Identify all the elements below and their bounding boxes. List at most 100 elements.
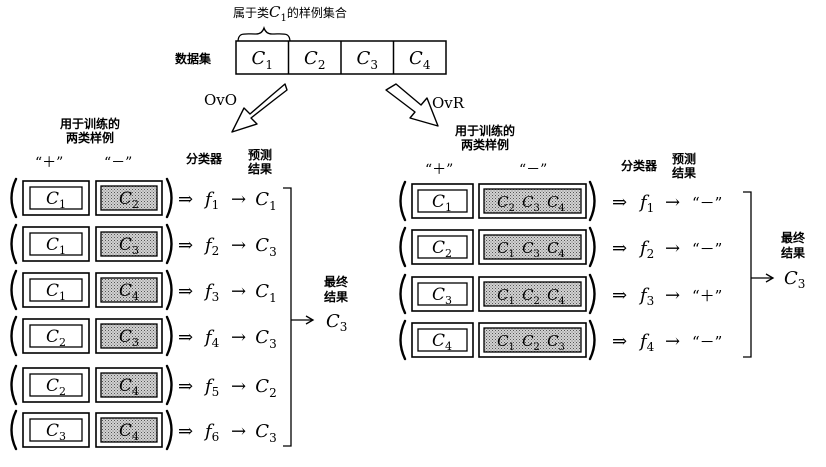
ovr-negative-class: C2 [522, 332, 540, 353]
ovo-positive-box [22, 412, 90, 448]
ovr-prediction-header-2: 结果 [672, 165, 696, 180]
ovo-prediction: C1 [255, 281, 276, 305]
ovr-positive-class: C1 [432, 192, 452, 214]
ovr-negative-inner [483, 281, 582, 307]
ovo-positive-box [22, 318, 90, 354]
ovo-prediction: C3 [255, 421, 276, 445]
ovo-right-paren [165, 364, 173, 406]
ovr-negative-class: C1 [497, 239, 515, 260]
ovr-negative-inner [483, 327, 582, 353]
ovr-negative-class: C1 [497, 286, 515, 307]
ovo-final-arrowhead [305, 315, 315, 325]
ovo-negative-inner [100, 417, 158, 443]
ovr-left-paren [399, 226, 407, 268]
ovr-positive-label: “＋” [425, 162, 453, 178]
ovo-negative-inner [100, 185, 158, 211]
ovr-negative-class: C2 [522, 286, 540, 307]
ovr-negative-class: C4 [547, 286, 565, 307]
ovr-implies-symbol: ⇒ [612, 238, 627, 259]
ovo-left-paren [10, 315, 18, 357]
ovr-positive-box [411, 322, 474, 358]
ovr-final-class: C3 [784, 268, 805, 291]
ovo-prediction: C1 [255, 189, 276, 213]
ovo-positive-box [22, 272, 90, 308]
ovo-left-paren [10, 364, 18, 406]
ovo-arrow: → [231, 327, 246, 348]
ovo-arrow: → [231, 421, 246, 442]
ovo-left-paren [10, 269, 18, 311]
ovo-positive-inner [29, 278, 83, 302]
dataset-class-cell: C1 [252, 48, 273, 72]
ovo-negative-inner [100, 231, 158, 257]
ovo-positive-box [22, 226, 90, 262]
ovo-negative-class: C3 [119, 235, 139, 257]
ovo-right-paren [165, 409, 173, 451]
ovr-classifier: f2 [638, 238, 654, 261]
ovr-method-arrow: OvR [385, 83, 465, 127]
ovr-classifier: f4 [638, 331, 655, 354]
ovr-implies-symbol: ⇒ [612, 285, 627, 306]
ovo-prediction: C3 [255, 327, 276, 351]
ovo-positive-inner [29, 324, 83, 348]
dataset-class-cell: C3 [357, 48, 378, 72]
ovo-classifier: f4 [203, 327, 220, 350]
ovr-right-paren [588, 273, 596, 315]
ovo-positive-label: “＋” [35, 155, 63, 171]
ovr-negative-box [478, 322, 587, 358]
ovr-training-label-line2: 两类样例 [461, 137, 509, 152]
ovo-left-paren [10, 409, 18, 451]
ovr-prediction-header-1: 预测 [672, 151, 696, 166]
ovo-positive-box [22, 180, 90, 216]
ovr-training-label-line1: 用于训练的 [454, 123, 515, 138]
dataset-class-cell: C2 [304, 48, 325, 72]
ovr-positive-inner [417, 189, 468, 213]
ovo-negative-class: C4 [119, 281, 139, 303]
ovr-prediction: “－” [692, 194, 722, 212]
ovo-positive-inner [29, 418, 83, 442]
ovr-implies-symbol: ⇒ [612, 192, 627, 213]
ovo-negative-box [95, 318, 163, 354]
ovo-arrow: → [231, 281, 246, 302]
ovr-positive-inner [417, 328, 468, 352]
ovr-implies-symbol: ⇒ [612, 331, 627, 352]
ovo-negative-box [95, 412, 163, 448]
ovo-prediction-header-2: 结果 [248, 161, 272, 176]
ovo-label: OvO [204, 91, 237, 109]
ovr-final-arrowhead [765, 273, 775, 283]
ovr-negative-box [478, 229, 587, 265]
ovo-arrow: → [231, 235, 246, 256]
ovr-negative-label: “－” [519, 162, 547, 178]
ovo-positive-class: C1 [46, 189, 66, 211]
ovo-classifier: f2 [203, 235, 219, 258]
ovr-merge-bracket [743, 191, 772, 358]
ovo-right-paren [165, 223, 173, 265]
ovo-classifier: f3 [203, 281, 219, 304]
ovr-prediction: “＋” [692, 287, 722, 305]
ovo-positive-inner [29, 232, 83, 256]
ovr-arrow: → [665, 238, 680, 259]
ovr-left-paren [399, 319, 407, 361]
ovr-positive-inner [417, 235, 468, 259]
ovo-final: 最终 结果 C3 [283, 187, 349, 447]
ovr-negative-box [478, 276, 587, 312]
ovr-positive-box [411, 229, 474, 265]
ovr-positive-inner [417, 282, 468, 306]
ovr-label: OvR [432, 94, 465, 112]
ovo-negative-class: C4 [119, 421, 139, 443]
ovo-right-paren [165, 177, 173, 219]
ovo-implies-symbol: ⇒ [178, 327, 193, 348]
ovr-final: 最终 结果 C3 [743, 191, 806, 358]
ovo-prediction: C2 [255, 376, 276, 400]
ovo-training-label-line1: 用于训练的 [59, 116, 120, 131]
ovr-negative-inner [483, 188, 582, 214]
class-subset-caption: 属于类C1的样例集合 [233, 3, 347, 24]
ovo-negative-box [95, 272, 163, 308]
ovo-left-paren [10, 177, 18, 219]
